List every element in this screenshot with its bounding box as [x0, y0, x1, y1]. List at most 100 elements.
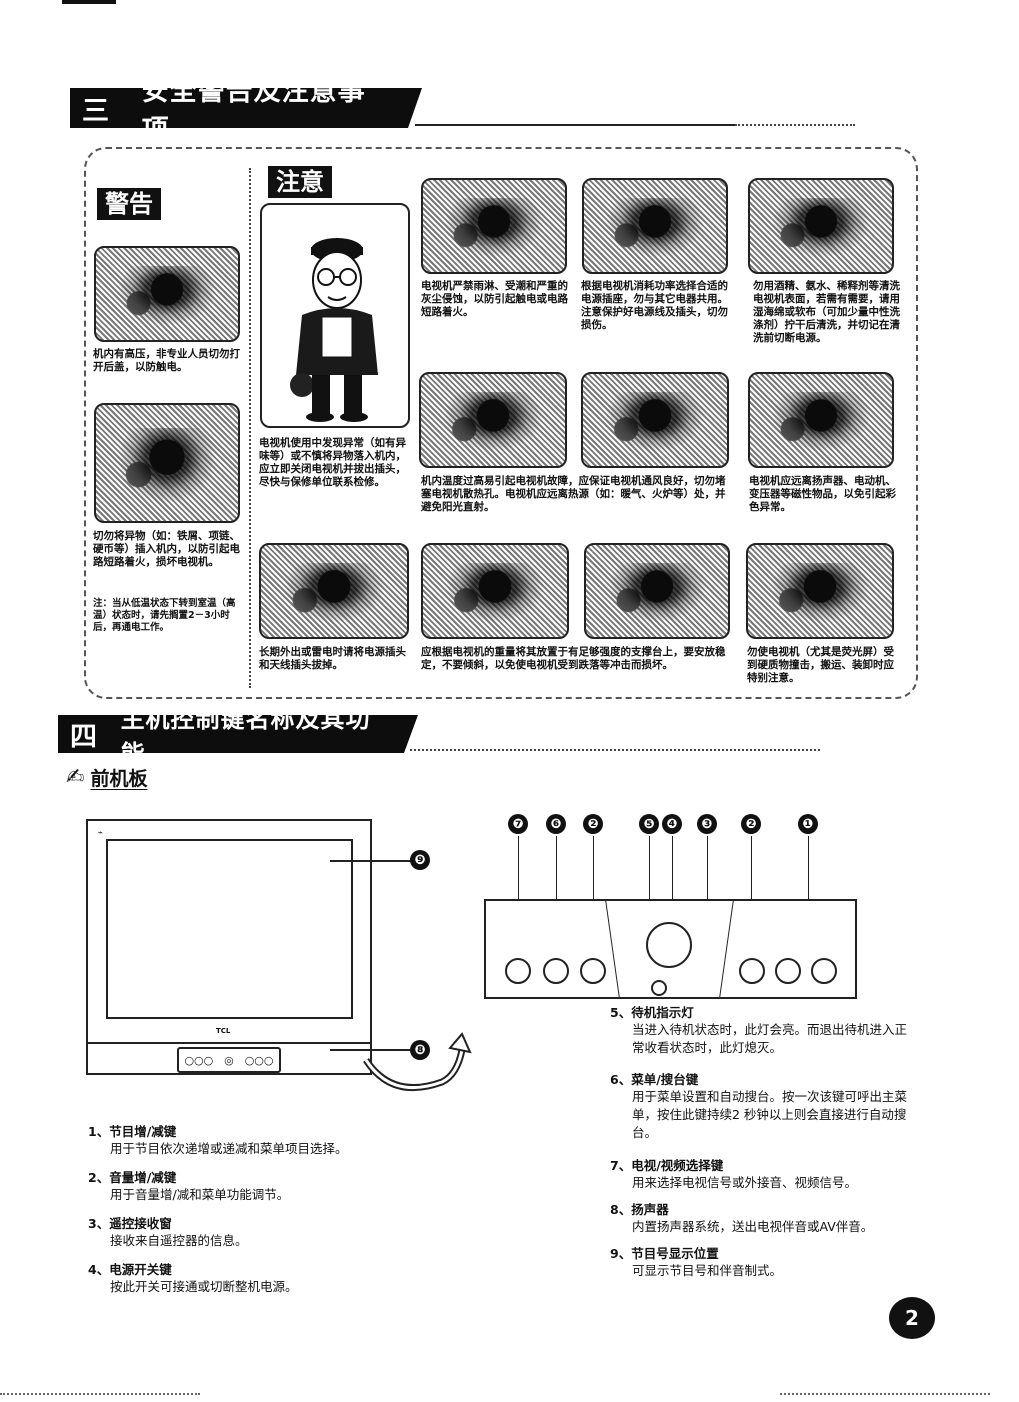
callout-9: ❾	[410, 850, 430, 870]
notice-illustration-rain	[421, 178, 567, 274]
notice-text-3: 勿用酒精、氨水、稀释剂等清洗电视机表面，若需有需要，请用湿海绵或软布（可加少量中…	[753, 280, 900, 344]
function-9-desc: 可显示节目号和伴音制式。	[632, 1263, 783, 1278]
section-4-tab: 四 主机控制键名称及其功能	[58, 715, 418, 753]
footer-rule-left	[0, 1393, 200, 1395]
warning-illustration-foreign-objects	[94, 403, 240, 523]
function-5-desc: 当进入待机状态时，此灯会亮。而退出待机进入正常收看状态时，此灯熄灭。	[632, 1022, 908, 1055]
power-switch-knob	[646, 922, 692, 968]
notice-person-illustration	[260, 203, 410, 428]
leader-2b	[751, 836, 752, 956]
function-2-desc: 用于音量增/减和菜单功能调节。	[110, 1187, 290, 1202]
callout-line-8	[330, 1049, 412, 1051]
warning-text-1: 机内有高压，非专业人员切勿打开后盖，以防触电。	[93, 348, 240, 373]
function-6-title: 6、菜单/搜台键	[610, 1072, 699, 1087]
notice-illustration-magnetic	[748, 372, 894, 468]
notice-text-1: 电视机严禁雨淋、受潮和严重的灰尘侵蚀，以防引起触电或电路短路着火。	[421, 280, 568, 318]
tv-lower-bezel	[86, 1042, 372, 1044]
function-4-desc: 按此开关可接通或切断整机电源。	[110, 1279, 298, 1294]
section-4-dotted-rule	[410, 749, 820, 751]
panel-callout-2b: ❷	[741, 814, 761, 834]
function-7: 7、电视/视频选择键 用来选择电视信号或外接音、视频信号。	[610, 1158, 910, 1192]
leader-5	[649, 836, 650, 936]
curved-arrow-icon	[363, 1032, 472, 1092]
panel-callout-7: ❼	[508, 814, 528, 834]
function-4: 4、电源开关键 按此开关可接通或切断整机电源。	[88, 1262, 408, 1296]
tv-power-button: ◎	[224, 1053, 234, 1067]
section-3-tab: 三 安全警告及注意事项	[70, 88, 422, 128]
panel-callout-3: ❸	[697, 814, 717, 834]
function-3-desc: 接收来自遥控器的信息。	[110, 1233, 248, 1248]
function-6-desc: 用于菜单设置和自动搜台。按一次该键可呼出主菜单，按住此键持续2 秒钟以上则会直接…	[632, 1089, 908, 1140]
function-1-desc: 用于节目依次递增或递减和菜单项目选择。	[110, 1141, 348, 1156]
leader-4	[672, 836, 673, 931]
page-number: 2	[905, 1306, 919, 1330]
notice-illustration-cleaning	[748, 178, 894, 274]
function-6: 6、菜单/搜台键 用于菜单设置和自动搜台。按一次该键可呼出主菜单，按住此键持续2…	[610, 1072, 910, 1142]
panel-callout-6: ❻	[546, 814, 566, 834]
front-panel-title: 前机板	[90, 768, 148, 790]
tv-brand-logo: TCL	[216, 1027, 231, 1035]
section-4-header: 四 主机控制键名称及其功能	[58, 715, 418, 753]
notice-person-text: 电视机使用中发现异常（如有异味等）或不慎将异物落入机内，应立即关闭电视机并拔出插…	[259, 437, 406, 488]
tv-av-button	[505, 958, 531, 984]
function-9-title: 9、节目号显示位置	[610, 1246, 719, 1261]
function-8: 8、扬声器 内置扬声器系统，送出电视伴音或AV伴音。	[610, 1202, 910, 1236]
notice-text-2: 根据电视机消耗功率选择合适的电源插座，勿与其它电器共用。注意保护好电源线及插头，…	[581, 280, 728, 331]
footer-rule-right	[780, 1393, 990, 1395]
notice-illustration-placement	[584, 543, 730, 639]
function-9: 9、节目号显示位置 可显示节目号和伴音制式。	[610, 1246, 910, 1280]
page-number-badge: 2	[889, 1297, 935, 1339]
notice-illustration-heat-source	[581, 372, 729, 468]
function-4-title: 4、电源开关键	[88, 1262, 172, 1277]
front-panel-subheading: ✍ 前机板	[66, 764, 147, 791]
warning-label: 警告	[97, 188, 161, 220]
panel-callout-1: ❶	[798, 814, 818, 834]
function-3-title: 3、遥控接收窗	[88, 1216, 172, 1231]
notice-text-5: 电视机应远离扬声器、电动机、变压器等磁性物品，以免引起彩色异常。	[749, 475, 896, 513]
leader-2a	[593, 836, 594, 956]
menu-button	[543, 958, 569, 984]
notice-text-8: 勿使电视机（尤其是荧光屏）受到硬质物撞击，搬运、装卸时应特别注意。	[747, 646, 894, 684]
standby-indicator	[651, 980, 667, 996]
function-7-title: 7、电视/视频选择键	[610, 1158, 724, 1173]
tv-corner-logo: ⌁	[98, 828, 103, 837]
notice-illustration-ventilation	[419, 372, 567, 468]
leader-6	[556, 836, 557, 956]
function-3: 3、遥控接收窗 接收来自遥控器的信息。	[88, 1216, 408, 1250]
volume-down-button	[580, 958, 606, 984]
tv-buttons-right: ○○○	[244, 1053, 274, 1067]
section-3-title: 安全警告及注意事项	[141, 76, 366, 146]
notice-label: 注意	[268, 166, 332, 198]
technician-figure	[290, 238, 378, 422]
callout-8: ❽	[410, 1040, 430, 1060]
section-3-number: 三	[82, 95, 109, 127]
safety-box	[84, 147, 918, 699]
function-5-title: 5、待机指示灯	[610, 1005, 694, 1020]
function-8-title: 8、扬声器	[610, 1202, 669, 1217]
tv-control-strip: ○○○ ◎ ○○○	[177, 1047, 281, 1073]
notice-text-4: 机内温度过高易引起电视机故障，应保证电视机通风良好，切勿堵塞电视机散热孔。电视机…	[421, 475, 726, 513]
function-2: 2、音量增/减键 用于音量增/减和菜单功能调节。	[88, 1170, 408, 1204]
notice-illustration-power-outlet	[582, 178, 728, 274]
function-7-desc: 用来选择电视信号或外接音、视频信号。	[632, 1175, 858, 1190]
notice-illustration-impact	[746, 543, 894, 639]
function-2-title: 2、音量增/减键	[88, 1170, 177, 1185]
function-8-desc: 内置扬声器系统，送出电视伴音或AV伴音。	[632, 1219, 874, 1234]
section-3-header: 三 安全警告及注意事项	[70, 88, 422, 128]
warning-note: 注：当从低温状态下转到室温（高温）状态时，请先搁置2－3小时后，再通电工作。	[93, 598, 236, 633]
volume-up-button	[739, 958, 765, 984]
tv-screen	[106, 839, 353, 1019]
section-3-rule	[415, 124, 735, 126]
function-1-title: 1、节目增/减键	[88, 1124, 177, 1139]
warning-text-2: 切勿将异物（如：铁屑、项链、硬币等）插入机内，以防引起电路短路着火，损坏电视机。	[93, 530, 240, 568]
channel-up-button	[811, 958, 837, 984]
tv-buttons-left: ○○○	[184, 1053, 214, 1067]
leader-7	[518, 836, 519, 956]
callout-line-9	[330, 860, 412, 862]
panel-callout-2a: ❷	[583, 814, 603, 834]
warning-illustration-back-cover	[94, 246, 240, 342]
tv-front-diagram	[86, 819, 372, 1075]
notice-illustration-stand	[421, 543, 569, 639]
function-5: 5、待机指示灯 当进入待机状态时，此灯会亮。而退出待机进入正常收看状态时，此灯熄…	[610, 1005, 910, 1057]
panel-callout-4: ❹	[662, 814, 682, 834]
